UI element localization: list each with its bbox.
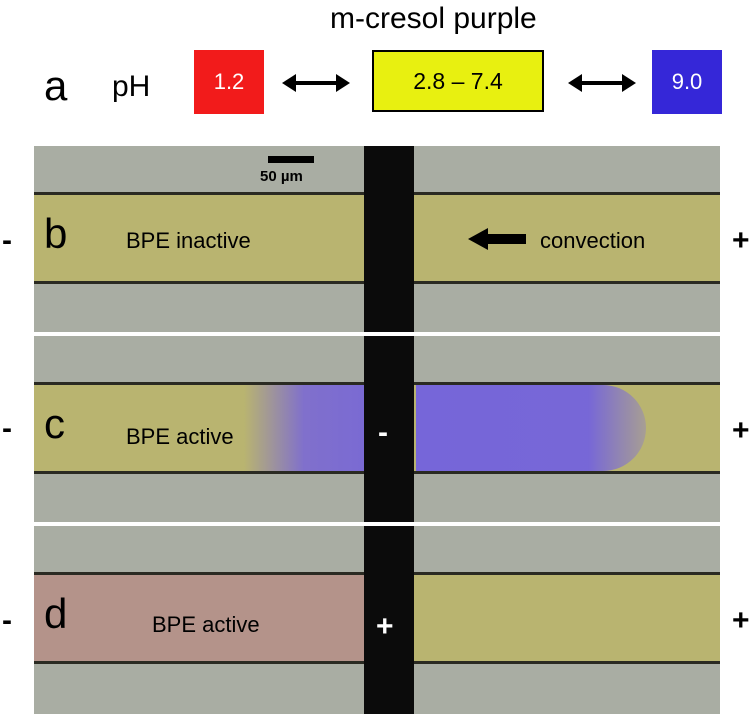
ph-swatch-neutral: 2.8 – 7.4 bbox=[372, 50, 544, 112]
convection-label: convection bbox=[540, 228, 646, 253]
acidic-region bbox=[34, 575, 364, 661]
ph-swatch-basic: 9.0 bbox=[652, 50, 722, 114]
double-headed-arrow-icon bbox=[282, 74, 350, 92]
ph-swatch-neutral-label: 2.8 – 7.4 bbox=[413, 67, 503, 94]
right-electrode-sign-b: + bbox=[732, 224, 750, 257]
ph-swatch-acidic: 1.2 bbox=[194, 50, 264, 114]
microchannel bbox=[34, 382, 720, 474]
micrograph-panel-d: + d BPE active bbox=[34, 526, 720, 714]
micrograph-panel-c: - c BPE active bbox=[34, 336, 720, 522]
left-electrode-sign-b: - bbox=[2, 224, 12, 257]
panel-d-label: d bbox=[44, 590, 68, 637]
left-arrow-icon bbox=[468, 228, 526, 250]
panel-d-caption: BPE active bbox=[152, 612, 260, 637]
basic-plume-right bbox=[416, 385, 646, 471]
left-electrode-sign-d: - bbox=[2, 604, 12, 637]
ph-swatch-acidic-label: 1.2 bbox=[213, 69, 245, 94]
bipolar-electrode bbox=[364, 336, 414, 522]
panel-c-caption: BPE active bbox=[126, 424, 234, 449]
scale-bar-label: 50 µm bbox=[260, 168, 303, 185]
right-electrode-sign-c: + bbox=[732, 414, 750, 447]
micrograph-panel-b: 50 µm b BPE inactive convection bbox=[34, 146, 720, 332]
ph-label: pH bbox=[112, 70, 151, 103]
right-electrode-sign-d: + bbox=[732, 604, 750, 637]
bipolar-electrode bbox=[364, 526, 414, 714]
ph-swatch-basic-label: 9.0 bbox=[671, 69, 703, 94]
bpe-pole-sign-d: + bbox=[376, 610, 394, 643]
scale-bar bbox=[268, 156, 314, 163]
panel-c-label: c bbox=[44, 400, 65, 447]
left-electrode-sign-c: - bbox=[2, 412, 12, 445]
indicator-title: m-cresol purple bbox=[330, 2, 537, 35]
panel-b-caption: BPE inactive bbox=[126, 228, 251, 253]
double-headed-arrow-icon bbox=[568, 74, 636, 92]
bipolar-electrode bbox=[364, 146, 414, 332]
panel-a-label: a bbox=[44, 62, 68, 109]
bpe-pole-sign-c: - bbox=[378, 416, 388, 449]
panel-b-label: b bbox=[44, 210, 68, 257]
